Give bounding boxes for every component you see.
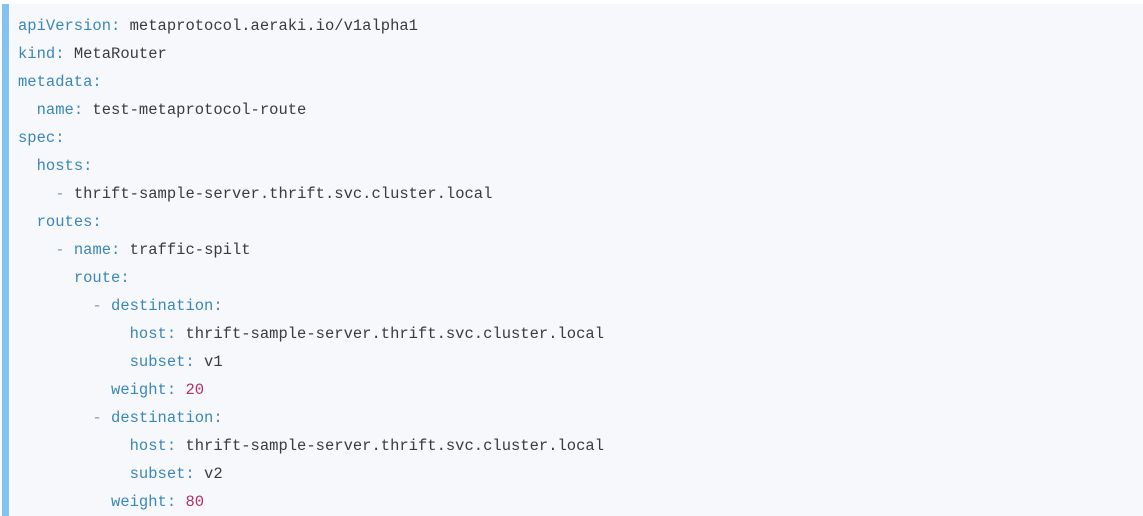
- code-token-plain: thrift-sample-server.thrift.svc.cluster.…: [64, 185, 493, 203]
- code-token-key: apiVersion:: [18, 17, 121, 35]
- code-token-plain: test-metaprotocol-route: [83, 101, 307, 119]
- code-token-plain: [18, 297, 92, 315]
- code-token-plain: [18, 437, 130, 455]
- code-token-key: kind:: [18, 45, 65, 63]
- code-token-key: spec:: [18, 129, 65, 147]
- code-token-plain: [18, 353, 130, 371]
- code-token-punct: -: [92, 409, 102, 427]
- code-token-plain: v2: [194, 465, 223, 483]
- code-token-key: metadata:: [18, 73, 102, 91]
- code-token-plain: [18, 325, 130, 343]
- code-token-plain: [18, 409, 92, 427]
- code-token-plain: thrift-sample-server.thrift.svc.cluster.…: [176, 325, 605, 343]
- code-token-plain: [102, 297, 111, 315]
- yaml-code-content: apiVersion: metaprotocol.aeraki.io/v1alp…: [18, 17, 604, 511]
- code-token-plain: thrift-sample-server.thrift.svc.cluster.…: [176, 437, 605, 455]
- code-token-punct: -: [92, 297, 102, 315]
- code-token-key: routes:: [36, 213, 102, 231]
- yaml-code-block: apiVersion: metaprotocol.aeraki.io/v1alp…: [2, 4, 1143, 516]
- code-token-plain: [18, 241, 55, 259]
- code-token-key: weight:: [111, 493, 177, 511]
- code-token-key: hosts:: [36, 157, 93, 175]
- code-token-plain: [18, 465, 130, 483]
- code-token-key: destination:: [111, 409, 223, 427]
- code-token-key: name:: [36, 101, 84, 119]
- code-token-plain: traffic-spilt: [120, 241, 251, 259]
- code-token-key: subset:: [129, 465, 195, 483]
- code-token-plain: [102, 409, 111, 427]
- code-token-plain: [18, 269, 74, 287]
- code-token-plain: [18, 493, 111, 511]
- code-token-punct: -: [55, 241, 65, 259]
- yaml-code: apiVersion: metaprotocol.aeraki.io/v1alp…: [18, 12, 1143, 516]
- code-token-plain: [65, 241, 74, 259]
- code-token-key: weight:: [111, 381, 177, 399]
- code-token-num: 20: [185, 381, 205, 399]
- code-block-container: apiVersion: metaprotocol.aeraki.io/v1alp…: [2, 4, 1143, 516]
- code-token-key: route:: [73, 269, 130, 287]
- code-token-num: 80: [185, 493, 205, 511]
- code-token-key: subset:: [129, 353, 195, 371]
- code-token-punct: -: [55, 185, 65, 203]
- code-token-key: host:: [129, 325, 177, 343]
- code-token-plain: metaprotocol.aeraki.io/v1alpha1: [120, 17, 418, 35]
- code-token-key: name:: [73, 241, 121, 259]
- code-token-plain: [18, 213, 37, 231]
- code-token-plain: [18, 157, 37, 175]
- code-token-plain: MetaRouter: [64, 45, 167, 63]
- code-token-key: host:: [129, 437, 177, 455]
- code-token-key: destination:: [111, 297, 223, 315]
- code-token-plain: [18, 185, 55, 203]
- code-token-plain: v1: [194, 353, 223, 371]
- code-token-plain: [18, 381, 111, 399]
- code-token-plain: [18, 101, 37, 119]
